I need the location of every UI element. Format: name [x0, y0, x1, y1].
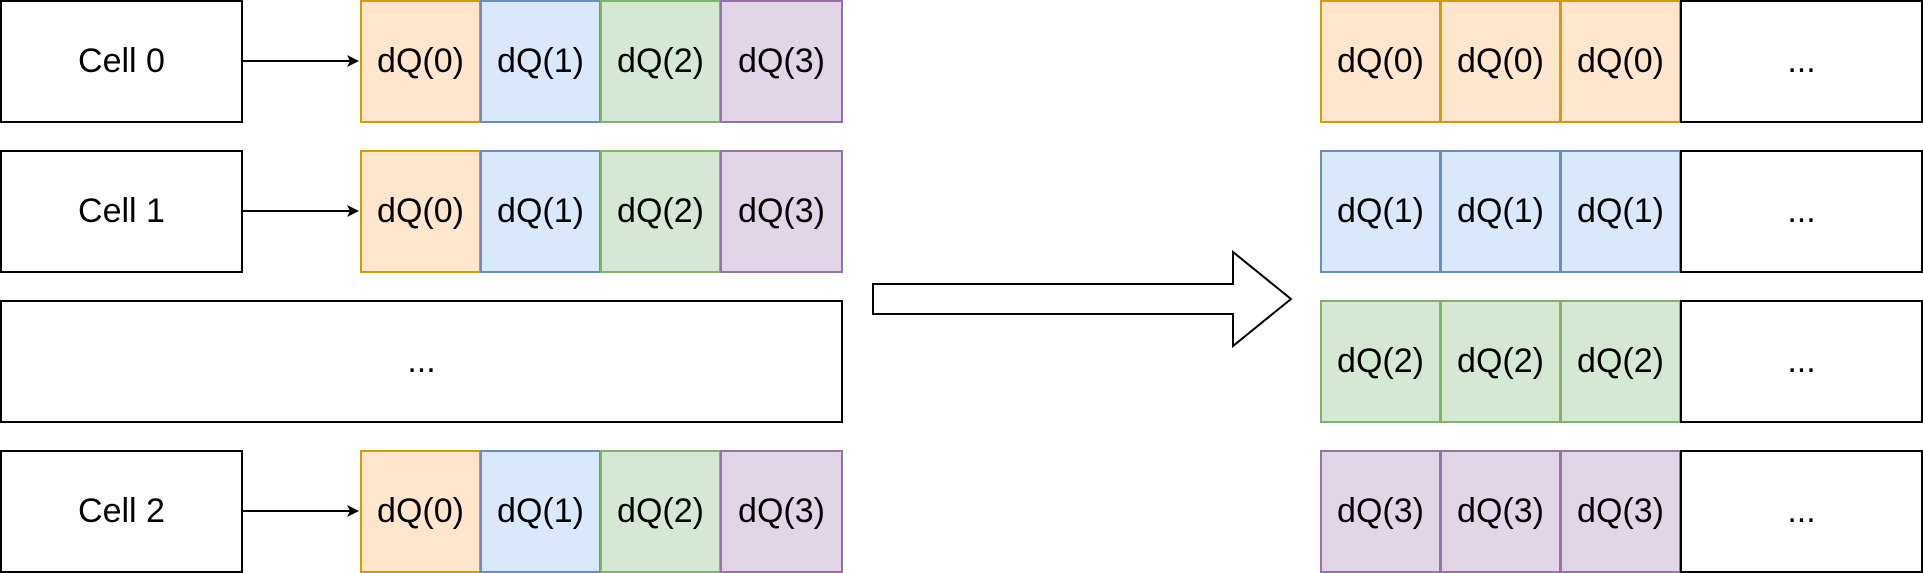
dq-label: dQ(0)	[377, 492, 464, 530]
dq-label: dQ(3)	[1337, 492, 1424, 530]
group-dq0-item-0: dQ(0)	[1320, 0, 1441, 123]
dq-label: dQ(3)	[738, 42, 825, 80]
dq-label: dQ(2)	[617, 192, 704, 230]
group-dq3-item-1: dQ(3)	[1440, 450, 1561, 573]
group-dq0-item-1: dQ(0)	[1440, 0, 1561, 123]
dq-label: dQ(2)	[617, 492, 704, 530]
group-dq3-ellipsis: ...	[1680, 450, 1923, 573]
dq-label: dQ(2)	[1457, 342, 1544, 380]
cell-1-dq0: dQ(0)	[360, 150, 481, 273]
dq-label: dQ(3)	[738, 192, 825, 230]
dq-label: dQ(3)	[1577, 492, 1664, 530]
cell-0-label: Cell 0	[78, 42, 165, 80]
cell-1-dq3: dQ(3)	[720, 150, 843, 273]
cell-0-dq3: dQ(3)	[720, 0, 843, 123]
dq-label: dQ(1)	[497, 492, 584, 530]
group-dq0-ellipsis: ...	[1680, 0, 1923, 123]
dq-label: dQ(2)	[1577, 342, 1664, 380]
dq-label: dQ(3)	[1457, 492, 1544, 530]
dq-label: dQ(1)	[1457, 192, 1544, 230]
cell-0-dq0: dQ(0)	[360, 0, 481, 123]
ellipsis-label: ...	[407, 342, 436, 380]
cell-2-dq3: dQ(3)	[720, 450, 843, 573]
cell-1-dq1: dQ(1)	[480, 150, 601, 273]
ellipsis-label: ...	[1787, 492, 1816, 530]
group-dq1-ellipsis: ...	[1680, 150, 1923, 273]
cell-2-label: Cell 2	[78, 492, 165, 530]
dq-label: dQ(1)	[1577, 192, 1664, 230]
cell-2-box: Cell 2	[0, 450, 243, 573]
group-dq2-item-1: dQ(2)	[1440, 300, 1561, 423]
ellipsis-label: ...	[1787, 342, 1816, 380]
transform-block-arrow	[872, 249, 1293, 349]
dq-label: dQ(0)	[377, 42, 464, 80]
dq-label: dQ(2)	[617, 42, 704, 80]
group-dq3-item-0: dQ(3)	[1320, 450, 1441, 573]
dq-label: dQ(1)	[497, 42, 584, 80]
group-dq2-item-0: dQ(2)	[1320, 300, 1441, 423]
dq-label: dQ(3)	[738, 492, 825, 530]
dq-label: dQ(1)	[497, 192, 584, 230]
cell-0-dq1: dQ(1)	[480, 0, 601, 123]
dq-label: dQ(0)	[377, 192, 464, 230]
cell-2-dq1: dQ(1)	[480, 450, 601, 573]
group-dq0-item-2: dQ(0)	[1560, 0, 1681, 123]
cell-0-dq2: dQ(2)	[600, 0, 721, 123]
dq-label: dQ(2)	[1337, 342, 1424, 380]
group-dq2-ellipsis: ...	[1680, 300, 1923, 423]
ellipsis-label: ...	[1787, 42, 1816, 80]
dq-label: dQ(0)	[1457, 42, 1544, 80]
cell-1-label: Cell 1	[78, 192, 165, 230]
group-dq1-item-2: dQ(1)	[1560, 150, 1681, 273]
dq-label: dQ(0)	[1337, 42, 1424, 80]
group-dq1-item-0: dQ(1)	[1320, 150, 1441, 273]
group-dq2-item-2: dQ(2)	[1560, 300, 1681, 423]
left-ellipsis-box: ...	[0, 300, 843, 423]
cell-2-dq0: dQ(0)	[360, 450, 481, 573]
cell-1-box: Cell 1	[0, 150, 243, 273]
cell-0-box: Cell 0	[0, 0, 243, 123]
group-dq1-item-1: dQ(1)	[1440, 150, 1561, 273]
dq-label: dQ(0)	[1577, 42, 1664, 80]
dq-label: dQ(1)	[1337, 192, 1424, 230]
group-dq3-item-2: dQ(3)	[1560, 450, 1681, 573]
ellipsis-label: ...	[1787, 192, 1816, 230]
cell-1-dq2: dQ(2)	[600, 150, 721, 273]
cell-2-dq2: dQ(2)	[600, 450, 721, 573]
